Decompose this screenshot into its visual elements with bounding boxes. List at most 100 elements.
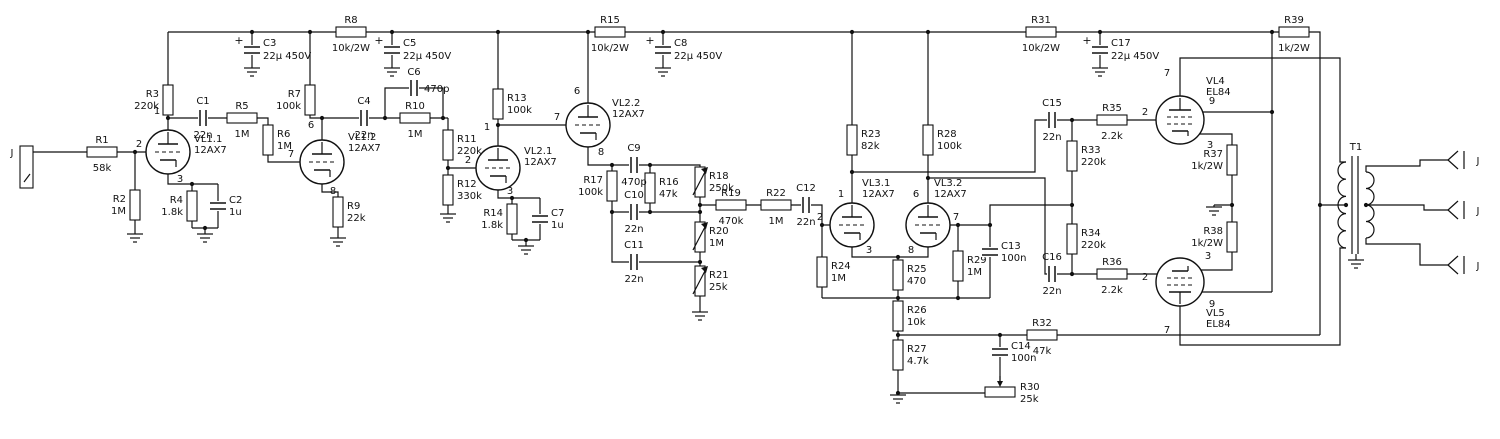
ref-designator: C1 xyxy=(196,96,209,107)
tube-type: EL84 xyxy=(1206,319,1231,330)
wire xyxy=(1179,57,1346,163)
component-value: 1k/2W xyxy=(1191,161,1223,172)
ref-designator: R28 xyxy=(937,129,957,140)
pin-number: 2 xyxy=(1142,272,1148,283)
ref-designator: R25 xyxy=(907,264,927,275)
ground-symbol xyxy=(890,393,906,404)
ground-symbol xyxy=(127,232,143,243)
jack-contact xyxy=(1447,255,1459,266)
component-value: 58k xyxy=(93,163,112,174)
junction-dot xyxy=(585,29,591,35)
wiper-arrow xyxy=(692,268,707,295)
junction-dot xyxy=(132,149,138,155)
resistor-body xyxy=(186,190,198,222)
ref-designator: R14 xyxy=(483,208,503,219)
junction-dot xyxy=(997,332,1003,338)
jack-contact xyxy=(1447,200,1459,211)
transformer-T1: T1 xyxy=(1337,142,1375,254)
jack-contact xyxy=(1447,209,1459,220)
ref-designator: C5 xyxy=(403,38,416,49)
resistor-body xyxy=(715,199,747,211)
transformer-label: T1 xyxy=(1349,142,1362,153)
component-value: 2.2k xyxy=(1101,285,1123,296)
junction-dot xyxy=(202,225,208,231)
component-value: 1M xyxy=(967,267,982,278)
component-value: 1M xyxy=(709,238,724,249)
pin-number: 9 xyxy=(1209,299,1215,310)
tube-type: 12AX7 xyxy=(612,109,645,120)
pin-number: 2 xyxy=(1142,107,1148,118)
junction-dot xyxy=(509,195,515,201)
wire xyxy=(851,241,929,258)
wire xyxy=(1365,238,1448,266)
tube-envelope xyxy=(905,202,951,248)
ref-designator: C17 xyxy=(1111,38,1131,49)
capacitor-gap xyxy=(359,109,369,127)
resistor-body xyxy=(262,124,274,156)
ground-symbol xyxy=(1092,66,1108,77)
ref-designator: R5 xyxy=(235,101,248,112)
wiper-arrow xyxy=(692,224,707,251)
tube-envelope xyxy=(145,129,191,175)
ground-symbol xyxy=(1206,205,1222,216)
junction-dot xyxy=(1229,202,1235,208)
resistor-body xyxy=(1026,329,1058,341)
ref-designator: C16 xyxy=(1042,252,1062,263)
resistor-body xyxy=(304,84,316,116)
resistor-body xyxy=(846,124,858,156)
resistor-body xyxy=(816,256,828,288)
junction-dot xyxy=(849,29,855,35)
jack-contact xyxy=(1447,150,1459,161)
tube-type: 12AX7 xyxy=(194,145,227,156)
pin-number: 3 xyxy=(1205,251,1211,262)
polarity-plus-sign: + xyxy=(234,34,243,47)
resistor-body xyxy=(162,84,174,116)
pin-number: 8 xyxy=(330,186,336,197)
component-value: 100k xyxy=(507,105,532,116)
capacitor-gap xyxy=(209,201,227,211)
output-jack-label: J xyxy=(1476,206,1480,217)
resistor-body xyxy=(442,174,454,206)
component-value: 220k xyxy=(457,146,482,157)
component-value: 25k xyxy=(709,282,728,293)
component-value: 47k xyxy=(1033,346,1052,357)
component-value: 82k xyxy=(861,141,880,152)
component-value: 1.8k xyxy=(481,220,503,231)
component-value: 1M xyxy=(277,141,292,152)
component-value: 22n xyxy=(624,274,643,285)
resistor-body xyxy=(606,170,618,202)
component-value: 47k xyxy=(659,189,678,200)
capacitor-gap xyxy=(383,45,401,55)
resistor-body xyxy=(442,129,454,161)
junction-dot xyxy=(895,332,901,338)
tube-name: VL1.1 xyxy=(194,134,222,145)
input-jack: J xyxy=(10,145,34,189)
tube-type: EL84 xyxy=(1206,87,1231,98)
pin-number: 7 xyxy=(1164,325,1170,336)
junction-dot xyxy=(925,29,931,35)
junction-dot xyxy=(609,209,615,215)
pin-number: 3 xyxy=(177,174,183,185)
wire xyxy=(168,31,1321,335)
resistor-body xyxy=(129,189,141,221)
tube-type: 12AX7 xyxy=(862,189,895,200)
